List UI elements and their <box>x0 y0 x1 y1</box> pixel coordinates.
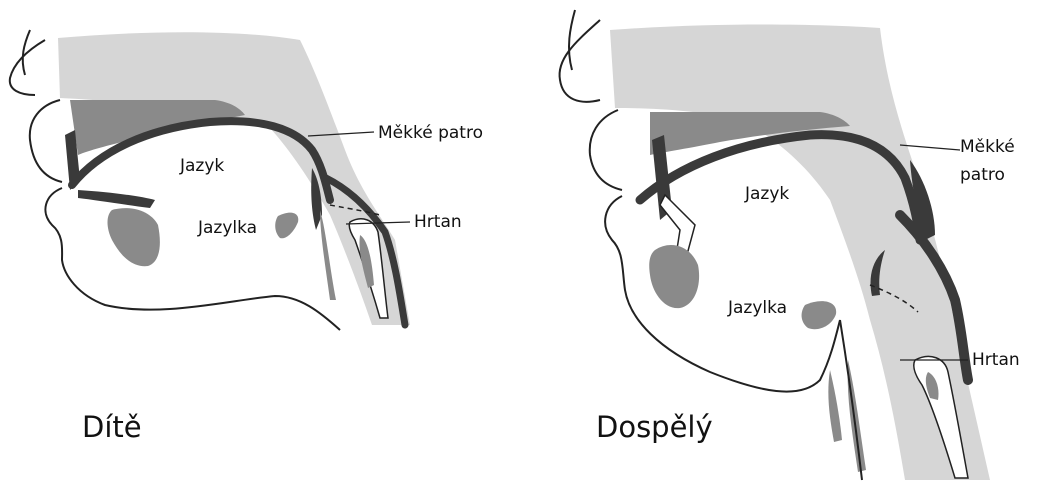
child-jaw-bone <box>108 208 160 266</box>
child-label-soft-palate: Měkké patro <box>378 123 483 143</box>
adult-label-epiglottis: Jazylka <box>728 298 787 318</box>
child-head-illustration <box>10 30 410 330</box>
adult-trachea-ring-2 <box>828 370 842 442</box>
adult-nose-outline <box>560 20 600 102</box>
child-upper-lip <box>30 100 62 182</box>
adult-jaw-bone <box>649 245 699 308</box>
child-label-larynx: Hrtan <box>414 212 462 232</box>
adult-label-tongue: Jazyk <box>745 184 789 204</box>
child-lower-jaw <box>45 188 340 330</box>
adult-caption: Dospělý <box>596 410 713 444</box>
child-label-epiglottis: Jazylka <box>198 218 257 238</box>
child-caption: Dítě <box>82 410 142 444</box>
child-nasal-cavity <box>58 32 410 325</box>
child-hard-palate <box>70 100 245 155</box>
adult-lower-jaw <box>605 196 840 392</box>
adult-label-soft-palate-line2: patro <box>960 165 1005 185</box>
adult-nose-bridge <box>569 10 575 70</box>
adult-label-soft-palate-line1: Měkké <box>960 137 1015 157</box>
adult-soft-palate-leader <box>900 145 960 150</box>
adult-neck-front <box>840 320 862 480</box>
adult-hyoid <box>802 301 837 329</box>
child-label-tongue: Jazyk <box>180 156 224 176</box>
child-trachea-ring <box>320 210 336 300</box>
adult-upper-lip <box>590 110 622 190</box>
child-hyoid <box>275 213 298 239</box>
child-nose-outline <box>10 40 45 95</box>
adult-trachea-ring <box>848 360 866 472</box>
child-lower-palate <box>78 190 155 208</box>
adult-label-larynx: Hrtan <box>972 350 1020 370</box>
